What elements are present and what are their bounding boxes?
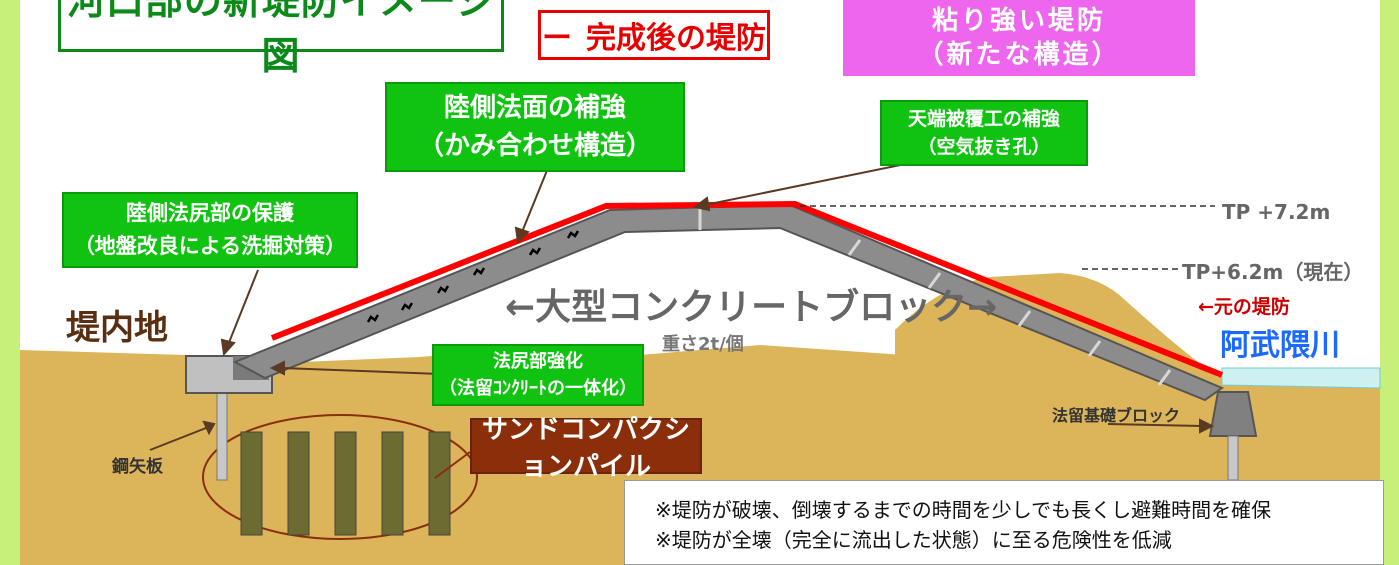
river-water <box>1221 367 1381 389</box>
land-toe-line2: （地盤改良による洗掘対策） <box>73 234 347 258</box>
label-toe-reinforcement: 法尻部強化 （法留ｺﾝｸﾘｰﾄの一体化） <box>432 344 644 406</box>
land-slope-line2: （かみ合わせ構造） <box>417 131 652 161</box>
label-inland: 堤内地 <box>66 308 168 348</box>
sand-piles <box>240 431 451 536</box>
label-original-levee: ←元の堤防 <box>1198 296 1290 318</box>
resilient-levee-box: 粘り強い堤防 （新たな構造） <box>843 0 1195 76</box>
base-block <box>1208 391 1258 437</box>
legend-label: 完成後の堤防 <box>586 21 766 56</box>
resilient-levee-line2: （新たな構造） <box>917 40 1121 70</box>
concrete-block-lining <box>232 203 1225 402</box>
diagram-title: 河口部の新堤防イメージ図 <box>58 0 504 78</box>
label-crown-reinforcement: 天端被覆工の補強 （空気抜き孔） <box>880 100 1088 166</box>
label-land-toe-protection: 陸側法尻部の保護 （地盤改良による洗掘対策） <box>62 192 358 268</box>
label-sand-compaction-pile: サンドコンパクションパイル <box>470 415 702 482</box>
legend-red-mark: ー <box>542 21 572 56</box>
land-toe-line1: 陸側法尻部の保護 <box>126 201 294 225</box>
toe-reinforce-line1: 法尻部強化 <box>493 351 583 372</box>
label-block-weight: 重さ2t/個 <box>662 334 744 355</box>
note-line-1: ※堤防が破壊、倒壊するまでの時間を少しでも長くし避難時間を確保 <box>655 498 1272 522</box>
legend-completed-levee: ー 完成後の堤防 <box>538 10 770 60</box>
label-land-slope-reinforcement: 陸側法面の補強 （かみ合わせ構造） <box>385 82 685 172</box>
resilient-levee-line1: 粘り強い堤防 <box>931 6 1106 36</box>
crown-line1: 天端被覆工の補強 <box>907 108 1060 130</box>
toe-reinforce-line2: （法留ｺﾝｸﾘｰﾄの一体化） <box>439 378 637 399</box>
notes-box: ※堤防が破壊、倒壊するまでの時間を少しでも長くし避難時間を確保 ※堤防が全壊（完… <box>624 480 1384 565</box>
label-river: 阿武隈川 <box>1220 328 1340 363</box>
sand-pile-area <box>202 414 478 540</box>
label-base-block: 法留基礎ブロック <box>1052 406 1181 425</box>
crown-line2: （空気抜き孔） <box>917 136 1051 158</box>
land-slope-line1: 陸側法面の補強 <box>443 93 626 123</box>
label-tp-new: TP +7.2m <box>1222 200 1331 224</box>
steel-sheet-pile <box>216 391 228 481</box>
label-tp-current: TP+6.2m（現在） <box>1182 260 1364 284</box>
label-steel-sheet-pile: 鋼矢板 <box>112 457 163 477</box>
note-line-2: ※堤防が全壊（完全に流出した状態）に至る危険性を低減 <box>655 528 1172 552</box>
label-concrete-block: ←大型コンクリートブロック→ <box>505 287 998 328</box>
